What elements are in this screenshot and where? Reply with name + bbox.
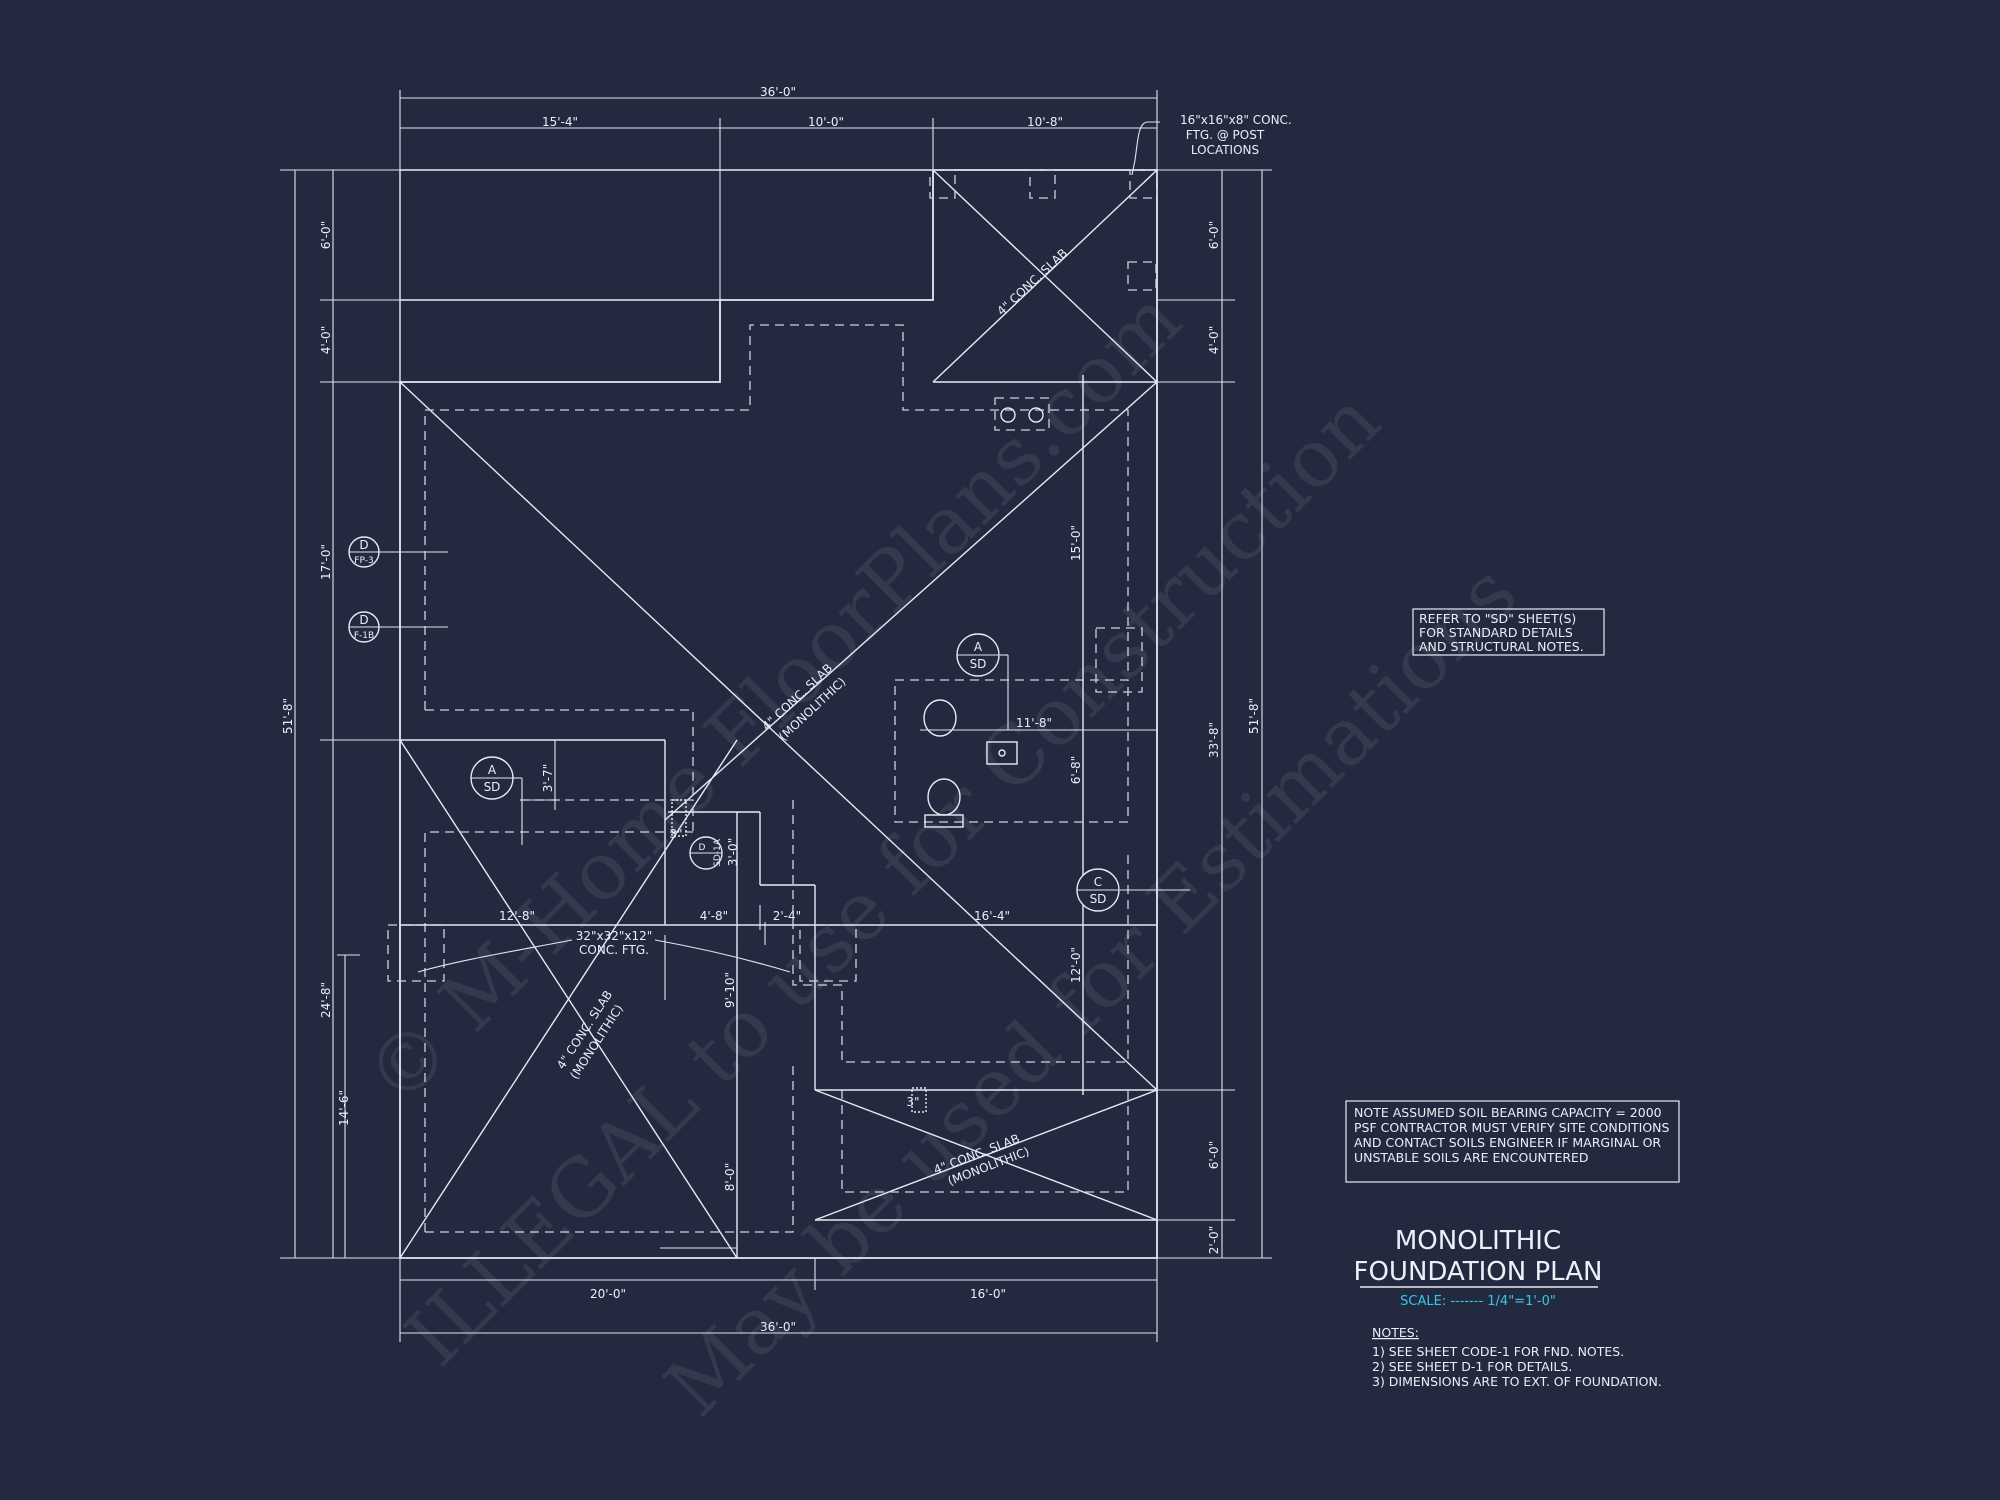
plan-notes: 16"x16"x8" CONC. FTG. @ POST LOCATIONS 3… [576, 113, 1292, 957]
dim-top-1: 15'-4" [542, 115, 578, 129]
soil-note-line-2: PSF CONTRACTOR MUST VERIFY SITE CONDITIO… [1354, 1120, 1670, 1135]
dim-int-8-0: 8'-0" [723, 1163, 737, 1191]
section-letter: D [359, 538, 368, 552]
dim-int-4-8: 4'-8" [700, 909, 728, 923]
section-ref: SD [484, 780, 501, 794]
note-3: 3) DIMENSIONS ARE TO EXT. OF FOUNDATION. [1372, 1374, 1662, 1389]
refer-note-line-3: AND STRUCTURAL NOTES. [1419, 639, 1584, 654]
ftg-leader [417, 939, 791, 973]
dim-left-3: 17'-0" [319, 544, 333, 580]
section-bubble: A SD [470, 756, 523, 845]
drawing-title-line-2: FOUNDATION PLAN [1354, 1257, 1603, 1287]
refer-note-line-2: FOR STANDARD DETAILS [1419, 625, 1573, 640]
dashed-beam-lines [387, 169, 1158, 1233]
title-block: MONOLITHIC FOUNDATION PLAN SCALE: ------… [1354, 1226, 1603, 1309]
section-letter: D [359, 613, 368, 627]
section-ref: FP-3 [354, 556, 373, 566]
dim-int-11-8: 11'-8" [1016, 716, 1052, 730]
dim-int-15: 15'-0" [1069, 525, 1083, 561]
dim-int-3: 3" [669, 827, 682, 841]
drawing-title-line-1: MONOLITHIC [1395, 1226, 1561, 1256]
section-letter: C [1094, 875, 1102, 889]
general-notes: NOTES: 1) SEE SHEET CODE-1 FOR FND. NOTE… [1372, 1325, 1662, 1389]
section-letter: A [488, 763, 497, 777]
dim-left-overall: 51'-8" [281, 698, 295, 734]
post-ftg-note-1: 16"x16"x8" CONC. [1180, 113, 1292, 127]
dim-right-4: 6'-0" [1207, 1141, 1221, 1169]
section-markers: D FP-3 D F-1B A SD A SD [348, 536, 1190, 912]
dim-left-2: 4'-0" [319, 326, 333, 354]
section-bubble: D FP-3 [348, 536, 448, 568]
section-ref: F-1B [354, 631, 374, 641]
dim-right-1: 6'-0" [1207, 221, 1221, 249]
dim-int-16-4: 16'-4" [974, 909, 1010, 923]
dim-right-overall: 51'-8" [1247, 698, 1261, 734]
dim-int-6-8: 6'-8" [1069, 756, 1083, 784]
section-bubble: C SD [1076, 868, 1190, 912]
post-footing-leader [1131, 121, 1160, 176]
dim-left-4: 24'-8" [319, 982, 333, 1018]
note-1: 1) SEE SHEET CODE-1 FOR FND. NOTES. [1372, 1344, 1624, 1359]
dim-int-3-0: 3'-0" [726, 838, 740, 866]
ftg-label-2: CONC. FTG. [579, 943, 649, 957]
soil-note-line-4: UNSTABLE SOILS ARE ENCOUNTERED [1354, 1150, 1589, 1165]
dim-int-2-4: 2'-4" [773, 909, 801, 923]
dim-top-2: 10'-0" [808, 115, 844, 129]
soil-note-line-3: AND CONTACT SOILS ENGINEER IF MARGINAL O… [1354, 1135, 1661, 1150]
dim-left-1: 6'-0" [319, 221, 333, 249]
soil-note-box: NOTE ASSUMED SOIL BEARING CAPACITY = 200… [1345, 1100, 1680, 1183]
dim-left-5: 14'-6" [337, 1090, 351, 1126]
section-ref: SD [970, 657, 987, 671]
dim-int-3-7: 3'-7" [541, 764, 555, 792]
dim-right-2: 4'-0" [1207, 326, 1221, 354]
dim-top-3: 10'-8" [1027, 115, 1063, 129]
dim-bottom-overall: 36'-0" [760, 1320, 796, 1334]
section-bubble: A SD [956, 633, 1009, 730]
fixture-symbols [671, 407, 1044, 1113]
dim-top-overall: 36'-0" [760, 85, 796, 99]
dimension-lines [280, 90, 1272, 1342]
slab-label-garage: 4" CONC. SLAB [994, 246, 1070, 318]
dim-int-3b: 3" [906, 1095, 919, 1109]
dim-bottom-2: 16'-0" [970, 1287, 1006, 1301]
post-ftg-note-3: LOCATIONS [1191, 143, 1259, 157]
dim-right-5: 2'-0" [1207, 1226, 1221, 1254]
post-ftg-note-2: FTG. @ POST [1186, 128, 1265, 142]
ftg-label-1: 32"x32"x12" [576, 929, 653, 943]
dim-bottom-1: 20'-0" [590, 1287, 626, 1301]
dim-int-12-8: 12'-8" [499, 909, 535, 923]
section-letter: A [974, 640, 983, 654]
section-bubble: D F-1B [348, 611, 448, 643]
section-bubble: D SD-1A [689, 836, 723, 870]
dimension-text: 36'-0" 15'-4" 10'-0" 10'-8" 20'-0" 16'-0… [281, 85, 1261, 1334]
dim-right-3: 33'-8" [1207, 722, 1221, 758]
notes-heading: NOTES: [1372, 1325, 1419, 1340]
refer-note-box: REFER TO "SD" SHEET(S) FOR STANDARD DETA… [1412, 608, 1605, 656]
slab-diagonals [399, 169, 1158, 1259]
drawing-scale: SCALE: ------- 1/4"=1'-0" [1400, 1294, 1556, 1309]
section-letter: D [699, 843, 706, 853]
dim-int-12-0: 12'-0" [1069, 947, 1083, 983]
dim-int-9-10: 9'-10" [723, 972, 737, 1008]
note-2: 2) SEE SHEET D-1 FOR DETAILS. [1372, 1359, 1572, 1374]
section-ref: SD-1A [713, 838, 723, 867]
refer-note-line-1: REFER TO "SD" SHEET(S) [1419, 611, 1576, 626]
section-ref: SD [1090, 892, 1107, 906]
soil-note-line-1: NOTE ASSUMED SOIL BEARING CAPACITY = 200… [1354, 1105, 1662, 1120]
